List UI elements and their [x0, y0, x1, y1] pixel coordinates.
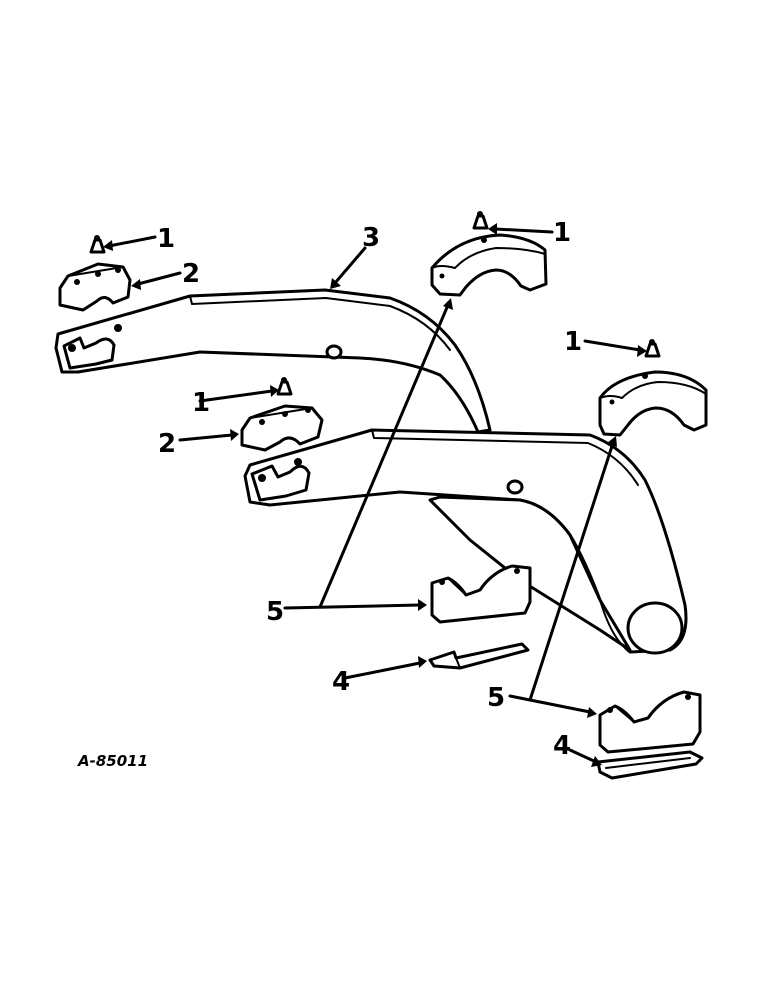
bearing-cap-upper-left	[430, 233, 548, 297]
callout-3: 3	[362, 223, 380, 253]
callout-4-right: 4	[553, 731, 571, 761]
figure-id-label: A-85011	[77, 752, 148, 770]
callout-labels: 1 1 1 1 2 2 3 4 4 5 5	[157, 218, 582, 761]
callout-2-upper: 2	[182, 259, 200, 289]
callout-1-mid-left: 1	[192, 388, 210, 418]
callout-4-left: 4	[332, 667, 350, 697]
arm-upper	[54, 288, 492, 434]
bearing-cap-lower-right	[598, 690, 702, 754]
fitting-upper-left	[89, 235, 106, 254]
callout-1-right: 1	[564, 327, 582, 357]
leader-lines	[103, 223, 647, 767]
cap-block-lower	[240, 404, 324, 452]
shim-right	[596, 750, 704, 780]
fitting-mid-left	[276, 377, 293, 396]
fitting-top-center	[472, 211, 489, 230]
callout-5-right: 5	[487, 683, 505, 713]
bearing-cap-upper-right	[598, 370, 708, 437]
fitting-right	[644, 339, 661, 358]
callout-1-top-center: 1	[553, 218, 571, 248]
bearing-cap-lower-left	[430, 564, 532, 624]
callout-1-upper-left: 1	[157, 224, 175, 254]
callout-5-left: 5	[266, 597, 284, 627]
shim-left	[428, 642, 530, 670]
callout-2-lower: 2	[158, 429, 176, 459]
cap-block-upper	[58, 262, 132, 312]
